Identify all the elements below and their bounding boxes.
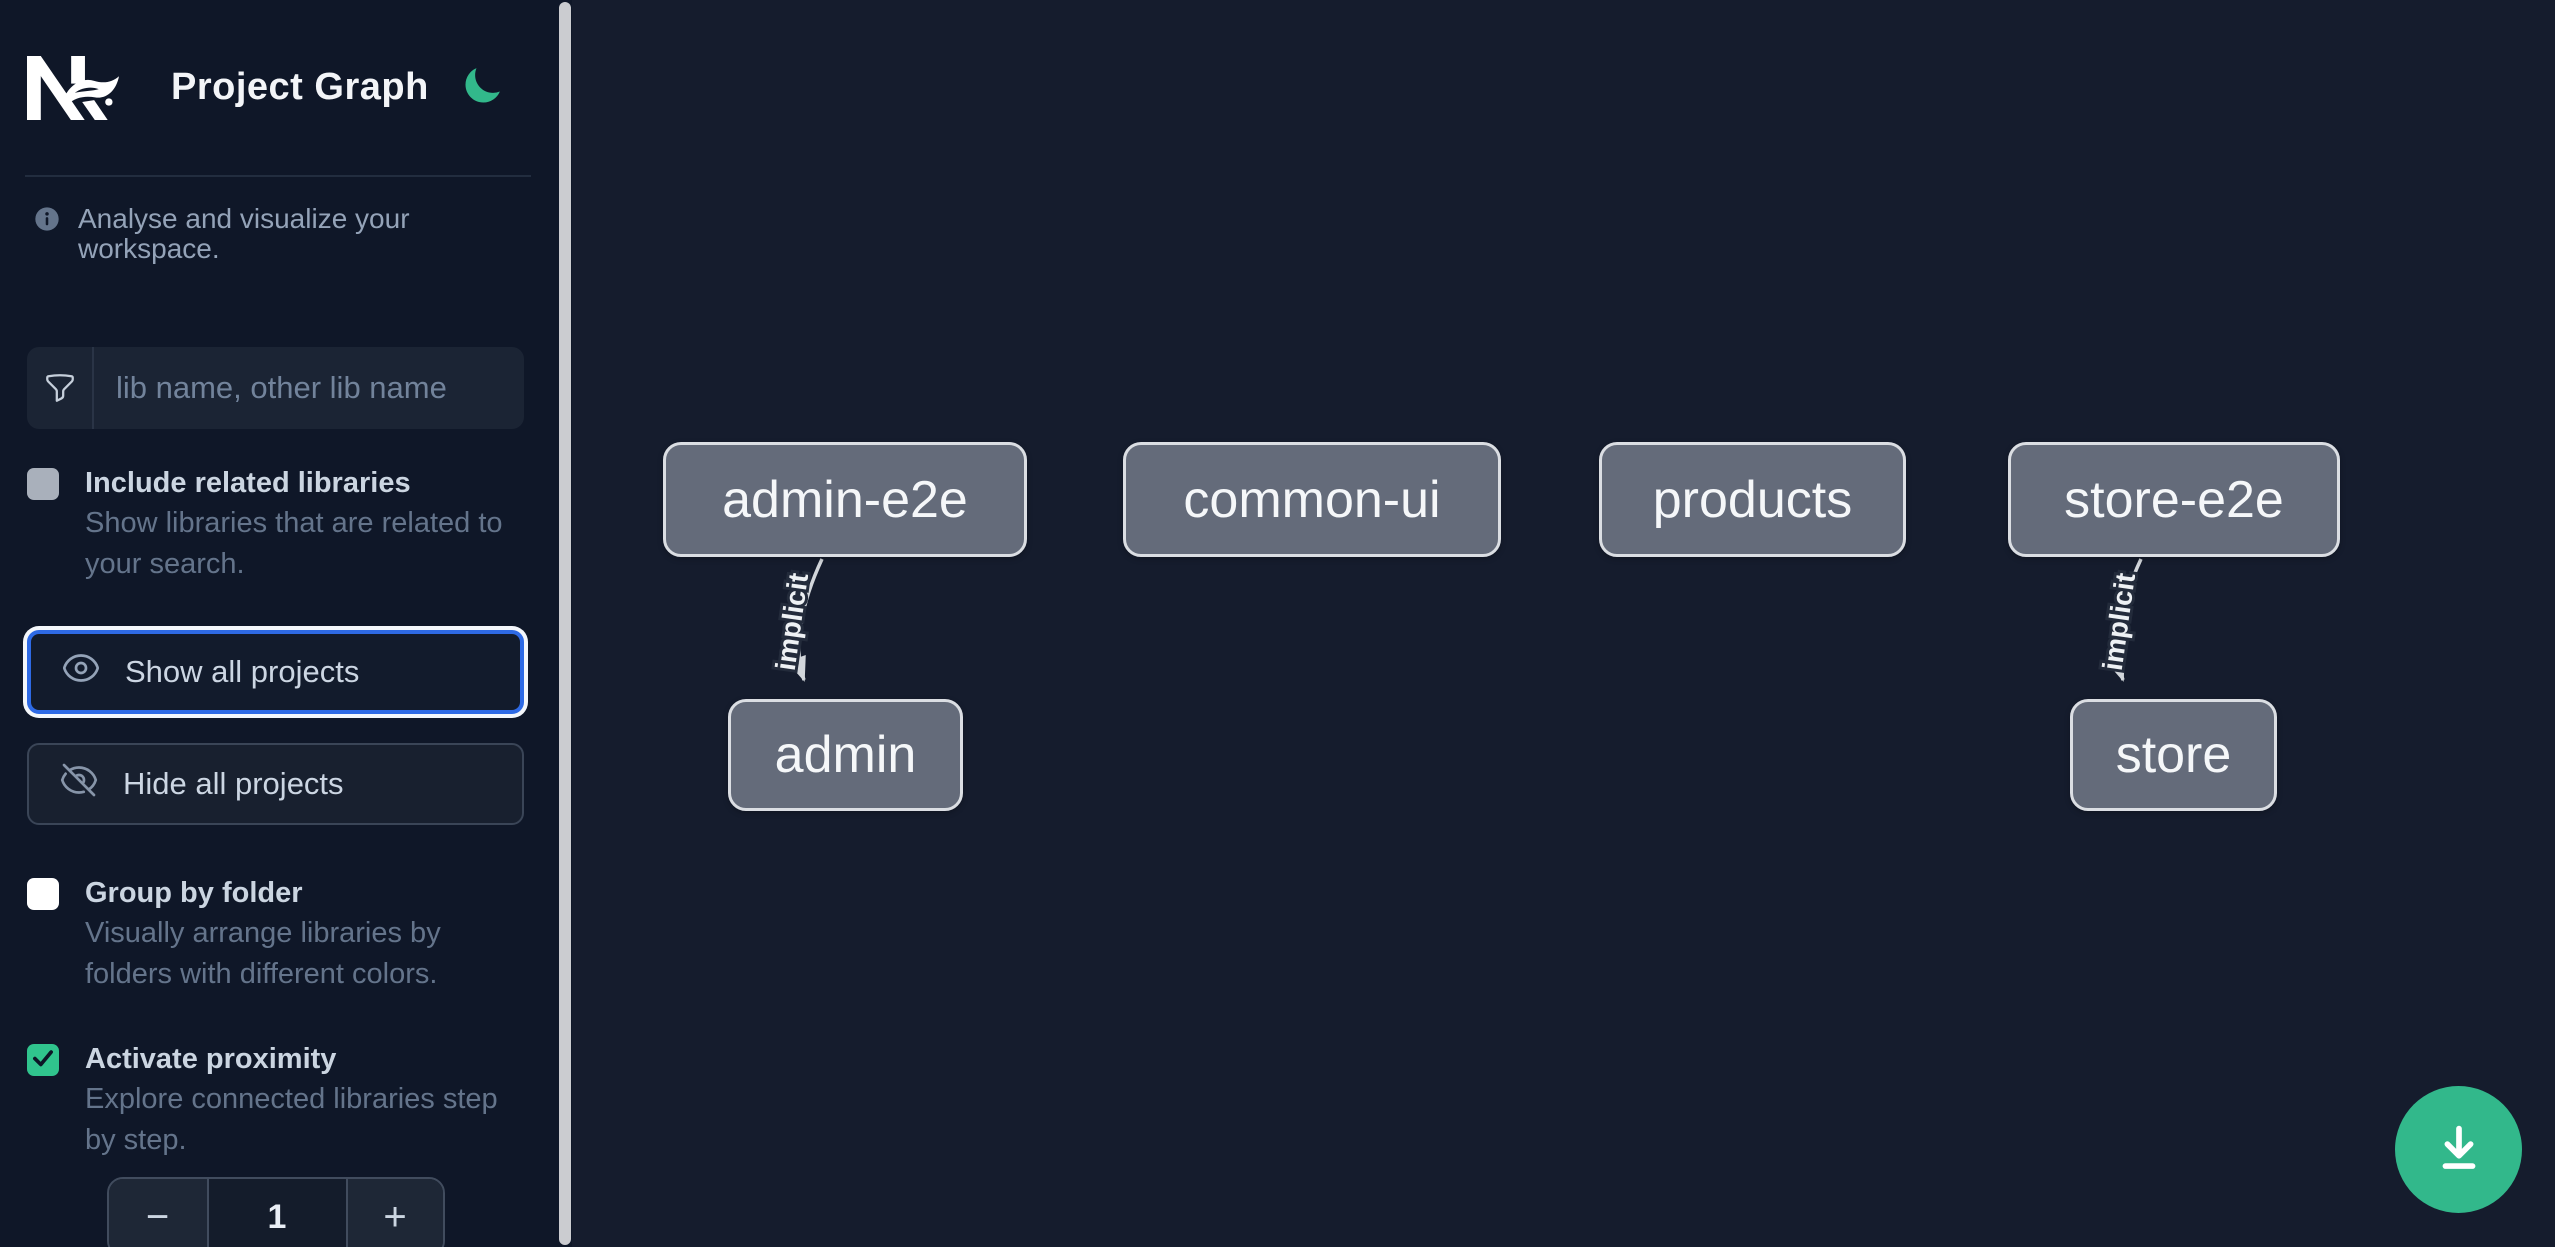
workspace-info: Analyse and visualize your workspace.: [27, 204, 524, 264]
group-by-folder-checkbox[interactable]: [27, 878, 59, 910]
edge-label-implicit: implicit: [770, 571, 814, 672]
sidebar-header: Project Graph: [25, 0, 531, 177]
include-related-description: Show libraries that are related to your …: [85, 507, 503, 580]
filter-input-group: [27, 347, 524, 429]
nx-logo: [27, 55, 119, 120]
activate-proximity-description: Explore connected libraries step by step…: [85, 1083, 498, 1156]
graph-node-common-ui[interactable]: common-ui: [1123, 442, 1501, 557]
graph-node-store-e2e[interactable]: store-e2e: [2008, 442, 2340, 557]
graph-edges: implicit implicit: [767, 558, 2144, 682]
graph-node-store[interactable]: store: [2070, 699, 2277, 811]
funnel-icon: [27, 347, 94, 429]
eye-icon: [61, 648, 101, 696]
check-icon: [30, 1045, 56, 1076]
edge-admin-e2e-admin[interactable]: [786, 558, 824, 682]
increment-button[interactable]: +: [345, 1179, 443, 1247]
proximity-depth-value: 1: [208, 1179, 346, 1247]
activate-proximity-checkbox[interactable]: [27, 1044, 59, 1076]
activate-proximity-label[interactable]: Activate proximity: [85, 1043, 337, 1075]
page-title: Project Graph: [171, 66, 429, 108]
group-by-folder-label[interactable]: Group by folder: [85, 877, 303, 909]
graph-canvas[interactable]: implicit implicit admin-e2e common-ui pr…: [572, 0, 2555, 1247]
show-all-projects-button[interactable]: Show all projects: [27, 630, 524, 714]
activate-proximity-option: Activate proximity Explore connected lib…: [27, 1039, 524, 1161]
include-related-checkbox[interactable]: [27, 468, 59, 500]
decrement-button[interactable]: −: [108, 1179, 209, 1247]
tagline-text: Analyse and visualize your workspace.: [78, 203, 410, 264]
info-icon: [33, 204, 61, 238]
hide-all-projects-button[interactable]: Hide all projects: [27, 743, 524, 825]
graph-node-admin[interactable]: admin: [728, 699, 963, 811]
theme-toggle-button[interactable]: [456, 62, 508, 114]
sidebar: Project Graph Ana: [0, 0, 572, 1247]
edge-store-e2e-store[interactable]: [2105, 558, 2143, 682]
include-related-option: Include related libraries Show libraries…: [27, 463, 524, 585]
moon-icon: [460, 64, 504, 111]
group-by-folder-description: Visually arrange libraries by folders wi…: [85, 917, 441, 990]
show-all-projects-label: Show all projects: [125, 654, 360, 689]
edge-label-implicit: implicit: [2097, 571, 2141, 672]
hide-all-projects-label: Hide all projects: [123, 766, 344, 801]
graph-node-admin-e2e[interactable]: admin-e2e: [663, 442, 1027, 557]
eye-slash-icon: [59, 760, 99, 808]
include-related-label[interactable]: Include related libraries: [85, 467, 411, 499]
group-by-folder-option: Group by folder Visually arrange librari…: [27, 873, 524, 995]
download-graph-button[interactable]: [2395, 1086, 2522, 1213]
sidebar-scrollbar-thumb[interactable]: [559, 2, 571, 1245]
filter-input[interactable]: [94, 347, 524, 429]
proximity-depth-stepper: − 1 +: [106, 1177, 445, 1247]
sidebar-scrollbar-track: [558, 0, 572, 1247]
graph-node-products[interactable]: products: [1599, 442, 1906, 557]
download-icon: [2428, 1117, 2490, 1182]
